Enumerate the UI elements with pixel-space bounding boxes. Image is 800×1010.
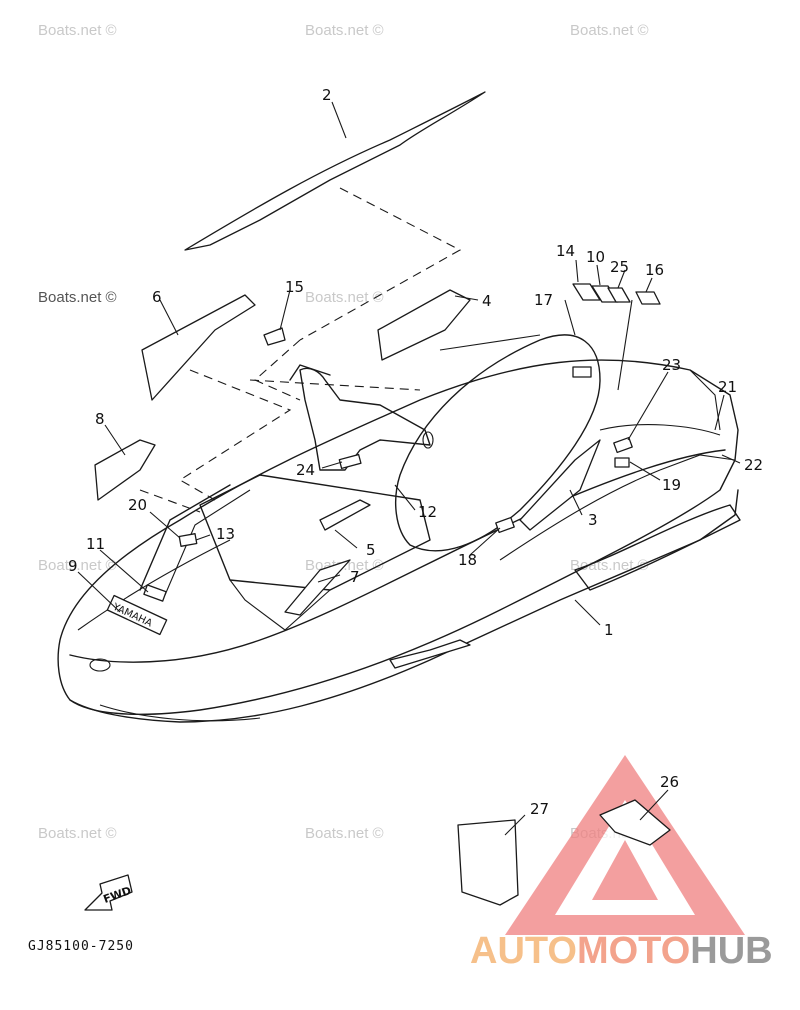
callout-25: 25 xyxy=(610,258,629,276)
decal-8 xyxy=(94,439,156,501)
logo-part-moto: MOTO xyxy=(576,930,691,972)
dashed-guides xyxy=(139,187,462,513)
watermark-text: Boats.net © xyxy=(305,825,384,842)
decal-15 xyxy=(263,327,286,346)
logo-part-hub: HUB xyxy=(690,930,773,972)
callout-6: 6 xyxy=(152,288,162,306)
decal-11 xyxy=(143,584,167,602)
callout-5: 5 xyxy=(366,541,376,559)
callout-labels: 2 6 15 4 8 14 10 25 16 17 23 21 22 19 3 … xyxy=(68,86,763,818)
automotohub-logo-text: AUTOMOTOHUB xyxy=(470,930,773,973)
callout-22: 22 xyxy=(744,456,763,474)
logo-part-auto: AUTO xyxy=(470,930,577,972)
decal-24 xyxy=(338,453,362,470)
watermark-text: Boats.net © xyxy=(305,22,384,39)
decal-17 xyxy=(572,366,592,378)
callout-20: 20 xyxy=(128,496,147,514)
decal-7 xyxy=(284,559,351,616)
leader-lines xyxy=(77,101,741,836)
part-code: GJ85100-7250 xyxy=(28,939,134,954)
callout-17: 17 xyxy=(534,291,553,309)
watermark-text: Boats.net © xyxy=(38,557,117,574)
callout-7: 7 xyxy=(350,568,360,586)
callout-23: 23 xyxy=(662,356,681,374)
watermark-text: Boats.net © xyxy=(570,557,649,574)
fwd-arrow-icon: FWD xyxy=(84,874,133,911)
decal-5 xyxy=(319,499,371,531)
watermark-text: Boats.net © xyxy=(305,289,384,306)
callout-21: 21 xyxy=(718,378,737,396)
watermark-text: Boats.net © xyxy=(38,22,117,39)
callout-19: 19 xyxy=(662,476,681,494)
callout-11: 11 xyxy=(86,535,105,553)
watermarks: Boats.net © Boats.net © Boats.net © Boat… xyxy=(38,22,649,842)
callout-3: 3 xyxy=(588,511,598,529)
watermark-text: Boats.net © xyxy=(570,22,649,39)
callout-2: 2 xyxy=(322,86,332,104)
decal-25 xyxy=(607,287,631,303)
decal-19 xyxy=(614,457,630,468)
decal-16 xyxy=(635,291,661,305)
callout-4: 4 xyxy=(482,292,492,310)
automotohub-logo-mark xyxy=(505,755,745,935)
callout-10: 10 xyxy=(586,248,605,266)
decal-2 xyxy=(184,91,486,251)
decal-23 xyxy=(613,436,633,454)
decals: YAMAHA xyxy=(94,91,671,906)
decal-1 xyxy=(389,639,471,669)
callout-26: 26 xyxy=(660,773,679,791)
callout-12: 12 xyxy=(418,503,437,521)
decal-18 xyxy=(495,516,515,534)
callout-15: 15 xyxy=(285,278,304,296)
callout-16: 16 xyxy=(645,261,664,279)
callout-13: 13 xyxy=(216,525,235,543)
callout-8: 8 xyxy=(95,410,105,428)
decal-4 xyxy=(377,289,471,361)
callout-1: 1 xyxy=(604,621,614,639)
watermark-text: Boats.net © xyxy=(38,825,117,842)
callout-9: 9 xyxy=(68,557,78,575)
decal-27 xyxy=(457,819,519,906)
decal-26 xyxy=(599,799,671,846)
callout-18: 18 xyxy=(458,551,477,569)
callout-27: 27 xyxy=(530,800,549,818)
decal-6 xyxy=(141,294,256,401)
watermark-text: Boats.net © xyxy=(38,289,117,306)
decal-3 xyxy=(519,439,601,531)
decal-13 xyxy=(178,533,198,547)
callout-24: 24 xyxy=(296,461,315,479)
callout-14: 14 xyxy=(556,242,575,260)
